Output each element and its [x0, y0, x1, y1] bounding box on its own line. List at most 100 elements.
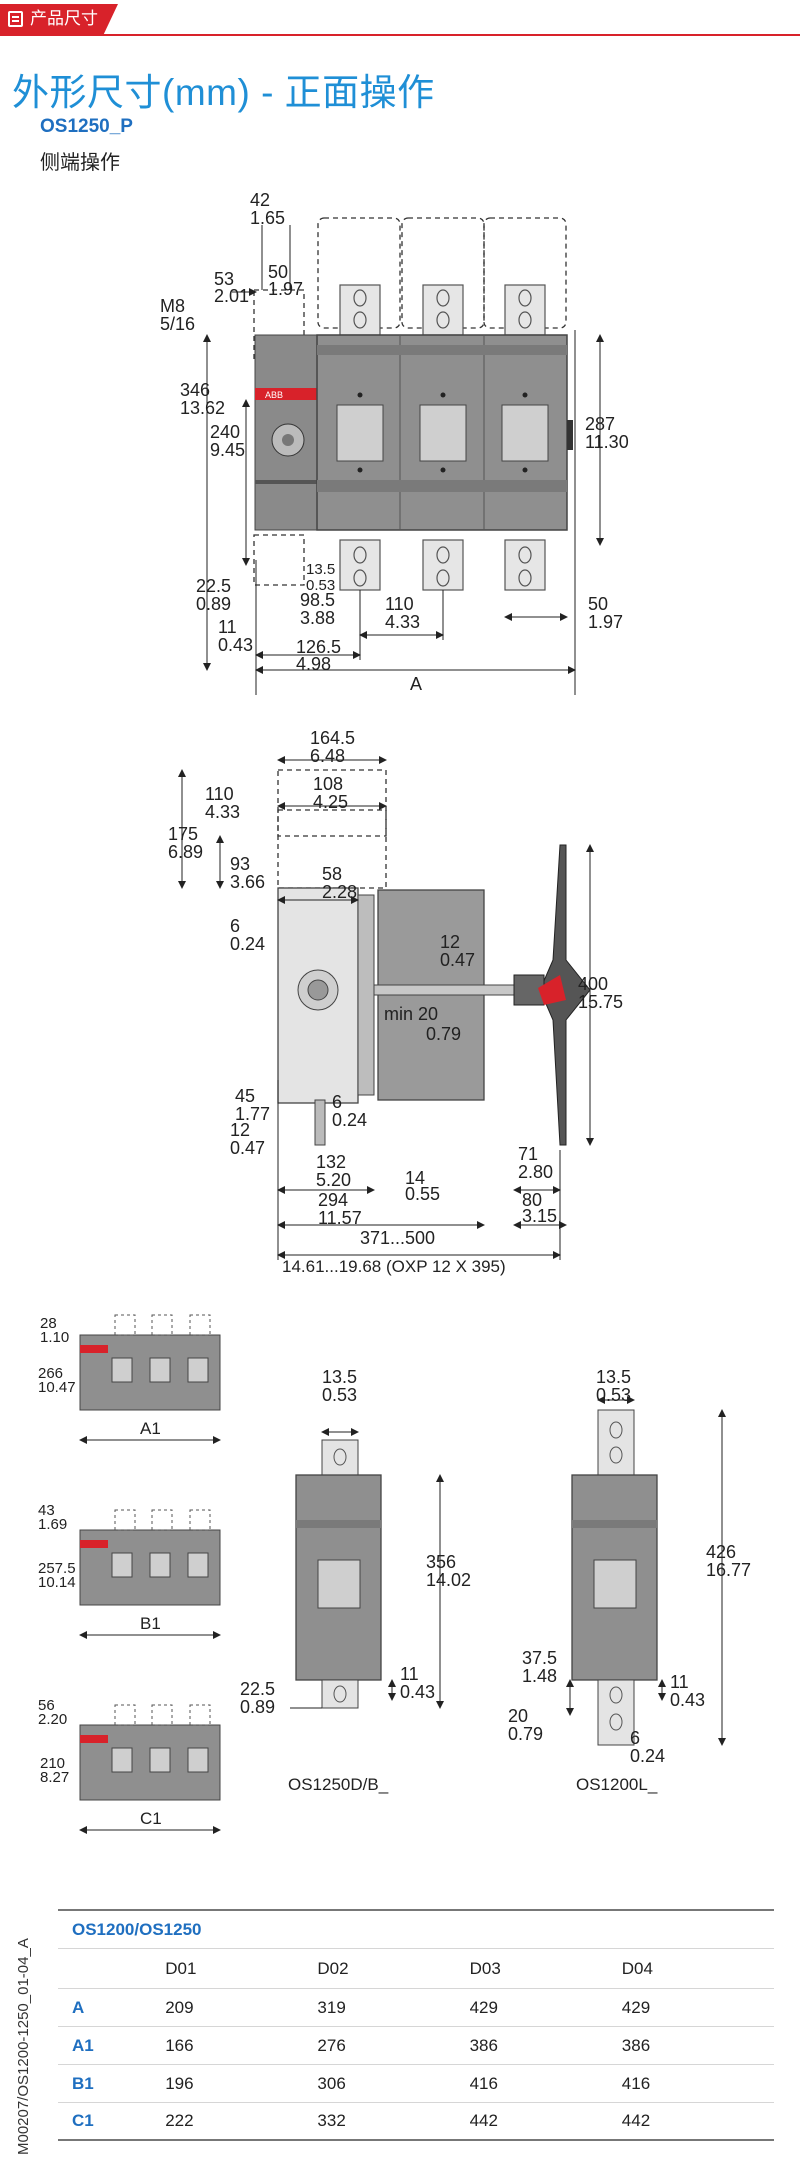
dim-13-5-in: 0.53 [306, 577, 335, 594]
dim-22-5-in: 0.89 [196, 594, 231, 614]
thumb-a1-height-in: 10.47 [38, 1379, 76, 1396]
table-header-cell: D01 [165, 1958, 197, 1978]
abb-logo: ABB [265, 390, 283, 400]
pole2-slot-in: 0.43 [670, 1690, 705, 1710]
dim-98-5-in: 3.88 [300, 608, 335, 628]
section-tab-label: 产品尺寸 [30, 9, 98, 28]
dim-110: 110 [385, 594, 414, 614]
table-cell: 276 [317, 2035, 346, 2055]
pole2-bottom-in: 0.79 [508, 1724, 543, 1744]
pole2-tab-in: 0.24 [630, 1746, 665, 1766]
dim-m8: M8 [160, 296, 185, 316]
dim-min-20-in: 0.79 [426, 1024, 461, 1044]
dim-126-5-in: 4.98 [296, 654, 331, 674]
table-cell: 319 [317, 1997, 346, 2017]
row-label: C1 [72, 2111, 94, 2130]
thumb-b1-top: 43 [38, 1502, 55, 1519]
dim-132-in: 5.20 [316, 1170, 351, 1190]
pole2-mid: 37.5 [522, 1648, 557, 1668]
pole2-slot: 11 [670, 1672, 689, 1692]
thumbnail-c1: 56 2.20 210 8.27 C1 [38, 1697, 221, 1834]
pole2-width: 13.5 [596, 1367, 631, 1387]
dim-110-b-in: 4.33 [205, 802, 240, 822]
dim-93: 93 [230, 854, 250, 874]
dim-80: 80 [522, 1190, 542, 1210]
table-cell: 306 [317, 2073, 346, 2093]
thumb-c1-top: 56 [38, 1697, 55, 1714]
row-label: A [72, 1997, 85, 2017]
dim-400: 400 [578, 974, 608, 994]
dim-50-right-in: 1.97 [588, 612, 623, 632]
table-cell: 196 [165, 2073, 194, 2093]
dim-6: 6 [230, 916, 240, 936]
dim-110-in: 4.33 [385, 612, 420, 632]
pole1-width: 13.5 [322, 1367, 357, 1387]
pole-os1250d: 13.5 0.53 356 14.02 22.5 0.89 11 0.43 OS… [240, 1367, 471, 1794]
dim-42-in: 1.65 [250, 208, 285, 228]
dim-164-5: 164.5 [310, 728, 355, 748]
table-cell: 442 [469, 2111, 498, 2130]
dim-12-b-in: 0.47 [230, 1138, 265, 1158]
table-row: C1 222 332 442 442 [58, 2103, 774, 2141]
table-row: A1 166 276 386 386 [58, 2027, 774, 2065]
dim-294: 294 [318, 1190, 348, 1210]
dim-240-in: 9.45 [210, 440, 245, 460]
pole1-width-in: 0.53 [322, 1385, 357, 1405]
table-cell: 209 [165, 1997, 194, 2017]
pole2-width-in: 0.53 [596, 1385, 631, 1405]
dim-53-in: 2.01 [214, 286, 249, 306]
thumb-c1-top-in: 2.20 [38, 1711, 67, 1728]
thumb-a1-label: A1 [140, 1419, 161, 1438]
dim-164-5-in: 6.48 [310, 746, 345, 766]
pole1-slot: 11 [400, 1664, 419, 1684]
pole2-height-in: 16.77 [706, 1560, 751, 1580]
table-cell: 386 [469, 2035, 498, 2055]
dim-371-500: 371...500 [360, 1228, 435, 1248]
dim-11-in: 0.43 [218, 635, 253, 655]
header-divider [0, 34, 800, 36]
thumb-c1-height: 210 [40, 1755, 65, 1772]
dim-240: 240 [210, 422, 240, 442]
pole2-tab: 6 [630, 1728, 640, 1748]
thumb-b1-top-in: 1.69 [38, 1516, 67, 1533]
dim-12: 12 [440, 932, 460, 952]
table-header-row: D01 D02 D03 D04 [58, 1949, 774, 1989]
thumbnail-b1: 43 1.69 257.5 10.14 B1 [38, 1502, 221, 1639]
dim-71: 71 [518, 1144, 538, 1164]
table-cell: 166 [165, 2035, 194, 2055]
page-title: 外形尺寸(mm) - 正面操作 [12, 72, 435, 113]
dim-14-in: 0.55 [405, 1184, 440, 1204]
pole2-caption: OS1200L_ [576, 1775, 658, 1794]
thumb-a1-top-in: 1.10 [40, 1329, 69, 1346]
dim-287-in: 11.30 [585, 432, 629, 452]
dim-50-right: 50 [588, 594, 608, 614]
table-header-cell: D03 [469, 1958, 501, 1978]
model-name: OS1250_P [40, 116, 133, 137]
dim-346-in: 13.62 [180, 398, 225, 418]
table-top-rule [58, 1909, 774, 1911]
dim-42: 42 [250, 190, 270, 210]
operation-mode: 侧端操作 [40, 152, 120, 174]
dim-53: 53 [214, 269, 234, 289]
dim-58: 58 [322, 864, 342, 884]
section-tab[interactable]: 产品尺寸 [0, 4, 118, 34]
table-cell: 429 [469, 1997, 498, 2017]
dim-6-b: 6 [332, 1092, 342, 1112]
dim-346: 346 [180, 380, 210, 400]
table-header-cell: D04 [621, 1958, 653, 1978]
table-cell: 222 [165, 2111, 194, 2130]
dim-min-20: min 20 [384, 1004, 438, 1024]
dim-6-b-in: 0.24 [332, 1110, 367, 1130]
dim-11: 11 [218, 617, 237, 637]
thumb-b1-label: B1 [140, 1614, 161, 1633]
dim-45: 45 [235, 1086, 255, 1106]
pole1-slot-in: 0.43 [400, 1682, 435, 1702]
dim-108-in: 4.25 [313, 792, 348, 812]
table-cell: 386 [621, 2035, 651, 2055]
thumb-a1-top: 28 [40, 1315, 57, 1332]
dim-400-in: 15.75 [578, 992, 623, 1012]
dim-80-in: 3.15 [522, 1206, 557, 1226]
table-cell: 416 [621, 2073, 651, 2093]
thumb-b1-height: 257.5 [38, 1560, 76, 1577]
front-view-drawing: ABB 42 [160, 190, 629, 695]
